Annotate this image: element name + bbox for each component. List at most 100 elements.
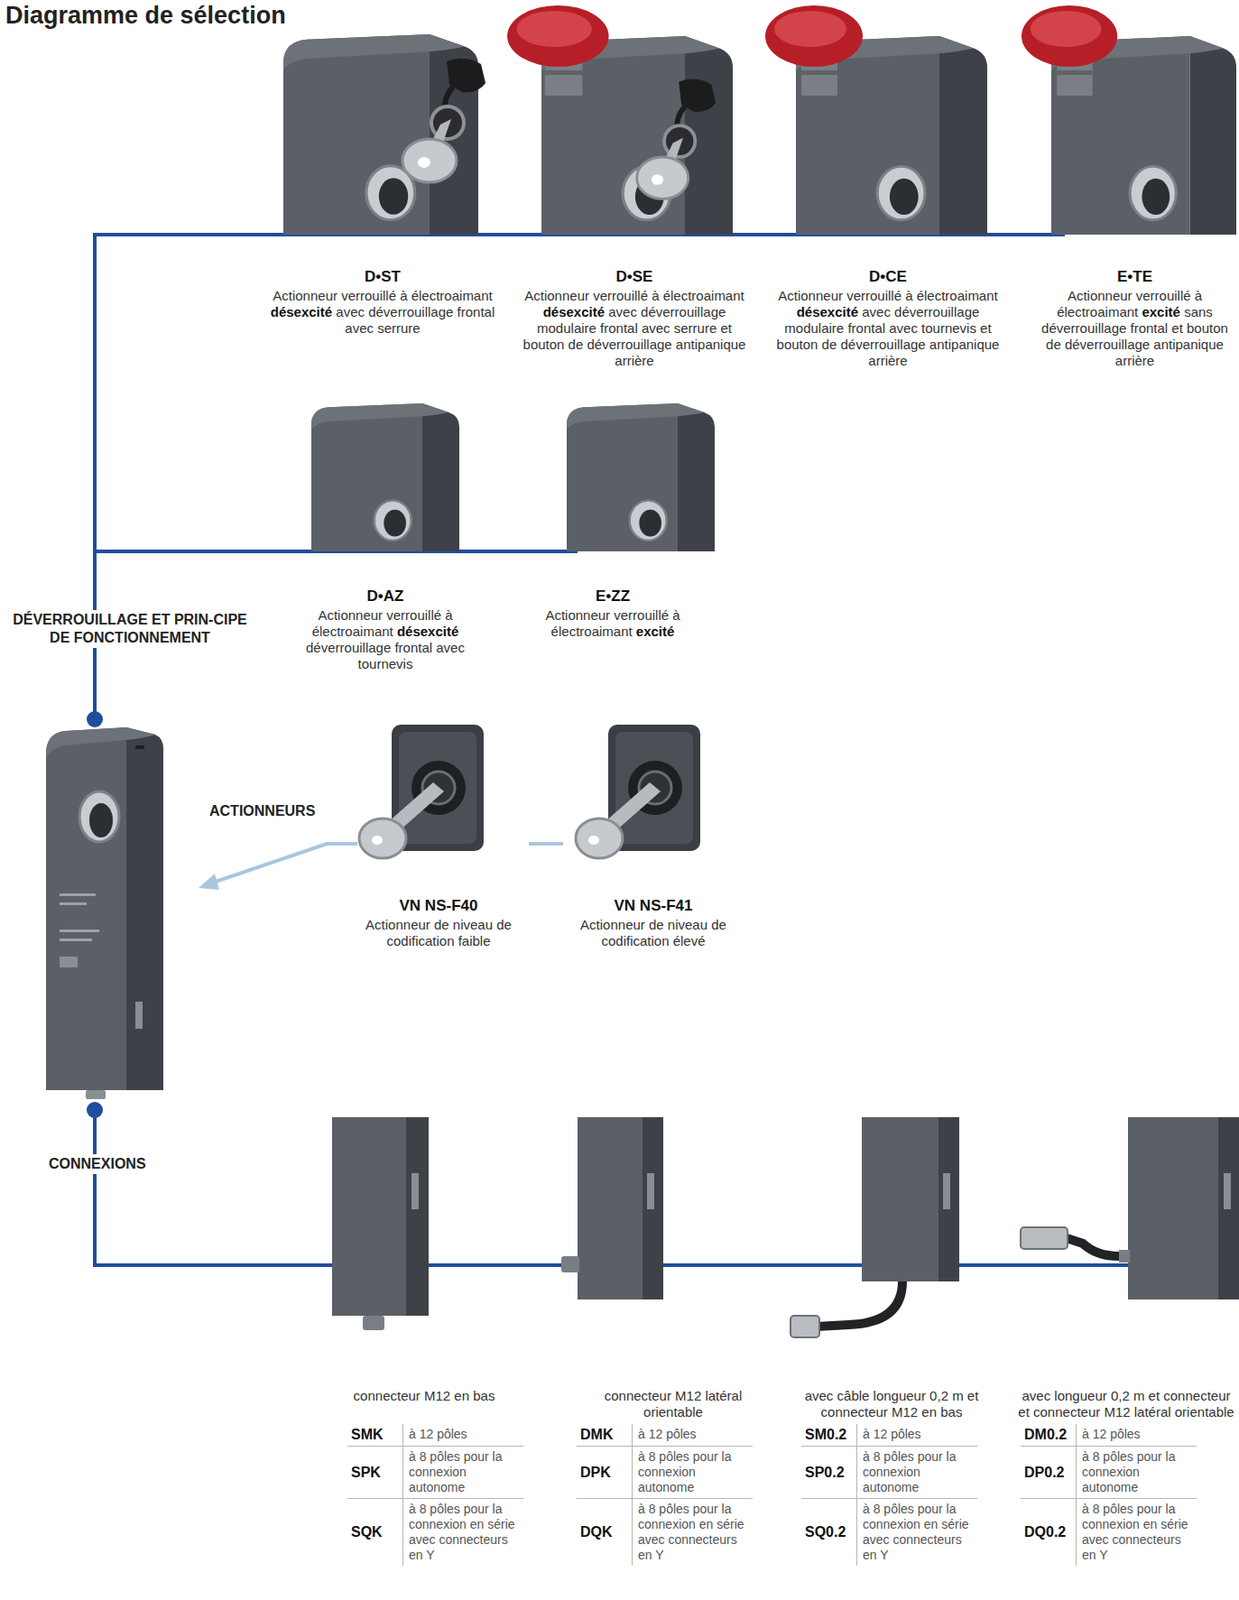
table-cell: à 8 pôles pour la connexion autonome [632, 1445, 753, 1498]
safety-switch-body [135, 1001, 143, 1029]
actuator-arrow [198, 843, 358, 890]
connection-variant [861, 1117, 939, 1282]
safety-switch-body [59, 902, 87, 906]
description-text: déverrouillage frontal avec tournevis [305, 639, 465, 672]
safety-switch-body [135, 745, 145, 749]
actuator-arrow [212, 843, 358, 883]
actuator-key [359, 724, 701, 859]
connection-heading: avec câble longueur 0,2 m et connecteur … [786, 1387, 997, 1421]
product-option: VN NS-F41Actionneur de niveau de codific… [563, 724, 744, 953]
description-text: Actionneur de niveau de codification fai… [365, 916, 512, 949]
connector-line [528, 841, 564, 846]
product-option: D•AZActionneur verrouillé à électroaiman… [281, 403, 490, 676]
order-code: DMK [576, 1423, 633, 1446]
option-table: DMKà 12 pôlesDPKà 8 pôles pour la connex… [576, 1423, 753, 1566]
order-code: SQ0.2 [801, 1497, 858, 1566]
table-cell: à 12 pôles [857, 1423, 978, 1446]
locking-head [637, 79, 716, 200]
description-text: Actionneur verrouillé à électroaimant [777, 287, 998, 304]
connection-variant [816, 1281, 903, 1327]
product-description: Actionneur verrouillé à électroaimant ex… [1037, 287, 1232, 370]
section-label: ACTIONNEURS [207, 801, 317, 822]
emphasis-word: excité [636, 623, 675, 639]
connection-variant [943, 1173, 951, 1210]
product-option: E•TEActionneur verrouillé à électroaiman… [1037, 30, 1232, 373]
product-code: E•ZZ [508, 586, 717, 606]
product-option: D•CEActionneur verrouillé à électroaiman… [770, 30, 1006, 373]
connection-variant [647, 1173, 655, 1210]
locking-head [283, 5, 1237, 552]
connection-variant [406, 1117, 429, 1316]
product-code: D•AZ [281, 586, 490, 606]
product-text: D•SEActionneur verrouillé à électroaiman… [517, 267, 752, 370]
connection-variant [561, 1256, 580, 1273]
connection-option: avec longueur 0,2 m et connecteur et con… [1016, 1117, 1237, 1570]
safety-switch-body [59, 929, 100, 933]
safety-switch-body [79, 791, 120, 842]
product-code: D•ST [265, 267, 500, 287]
product-description: Actionneur verrouillé à électroaimant ex… [508, 607, 717, 640]
order-code: SM0.2 [801, 1423, 858, 1446]
description-text: Actionneur verrouillé à électroaimant [272, 287, 492, 304]
locking-head [765, 5, 863, 96]
product-description: Actionneur verrouillé à électroaimant dé… [770, 287, 1006, 370]
emphasis-word: désexcité [397, 623, 459, 639]
connection-variant [1066, 1238, 1119, 1257]
product-option: VN NS-F40Actionneur de niveau de codific… [348, 724, 529, 953]
emphasis-word: désexcité [796, 304, 859, 320]
safety-switch-body [46, 727, 127, 1091]
product-code: D•CE [770, 267, 1006, 287]
connection-variant [362, 1315, 385, 1331]
section-label: CONNEXIONS [46, 1154, 148, 1175]
diagram-title: Diagramme de sélection [5, 1, 287, 30]
connection-option: avec câble longueur 0,2 m et connecteur … [786, 1117, 997, 1570]
safety-switch-body [46, 727, 156, 759]
table-cell: à 8 pôles pour la connexion en série ave… [1076, 1497, 1197, 1566]
product-description: Actionneur verrouillé à électroaimant dé… [265, 287, 500, 337]
emphasis-word: désexcité [543, 304, 605, 320]
trunk-lines [94, 1109, 1239, 1266]
connection-heading: connecteur M12 en bas [333, 1387, 515, 1405]
product-code: E•TE [1037, 267, 1232, 287]
safety-switch-body [59, 938, 93, 942]
locking-head [402, 58, 486, 183]
product-text: D•AZActionneur verrouillé à électroaiman… [281, 586, 490, 673]
connection-option: connecteur M12 en basSMKà 12 pôlesSPKà 8… [333, 1117, 526, 1570]
connection-variant [332, 1117, 407, 1316]
product-option: D•STActionneur verrouillé à électroaiman… [265, 30, 500, 341]
safety-switch-body [126, 727, 164, 1091]
connection-variant [1218, 1117, 1239, 1300]
order-code: SMK [347, 1423, 404, 1446]
option-table: SM0.2à 12 pôlesSP0.2à 8 pôles pour la co… [801, 1423, 978, 1566]
actuator-arrow [198, 873, 220, 890]
product-description: Actionneur verrouillé à électroaimant dé… [281, 607, 490, 673]
description-text: Actionneur de niveau de codification éle… [580, 916, 727, 949]
description-text: Actionneur verrouillé à électroaimant [524, 287, 744, 304]
option-table: DM0.2à 12 pôlesDP0.2à 8 pôles pour la co… [1020, 1423, 1197, 1566]
description-text: Actionneur verrouillé à électroaimant [1056, 287, 1203, 320]
trunk-lines [94, 234, 1239, 1266]
order-code: DP0.2 [1020, 1445, 1077, 1498]
connection-variant [1128, 1117, 1219, 1300]
product-code: VN NS-F41 [563, 896, 744, 916]
option-table: SMKà 12 pôlesSPKà 8 pôles pour la connex… [347, 1423, 524, 1566]
table-cell: à 8 pôles pour la connexion en série ave… [403, 1497, 524, 1566]
safety-switch-body [59, 956, 78, 968]
table-cell: à 12 pôles [632, 1423, 753, 1446]
connection-variant [1223, 1173, 1231, 1210]
emphasis-word: excité [1141, 304, 1181, 320]
product-text: D•CEActionneur verrouillé à électroaiman… [770, 267, 1006, 370]
order-code: SQK [347, 1497, 404, 1566]
table-cell: à 12 pôles [1076, 1423, 1197, 1446]
product-code: VN NS-F40 [348, 896, 529, 916]
connection-variant [790, 1315, 820, 1338]
actuator-key [359, 724, 484, 859]
product-text: D•STActionneur verrouillé à électroaiman… [265, 267, 500, 337]
safety-switch-body [46, 711, 164, 1119]
table-cell: à 8 pôles pour la connexion autonome [857, 1445, 978, 1498]
order-code: DQK [576, 1497, 633, 1566]
safety-switch-body [59, 893, 96, 897]
connection-option: connecteur M12 latéral orientableDMKà 12… [566, 1117, 766, 1570]
connection-variant [332, 1117, 1239, 1338]
